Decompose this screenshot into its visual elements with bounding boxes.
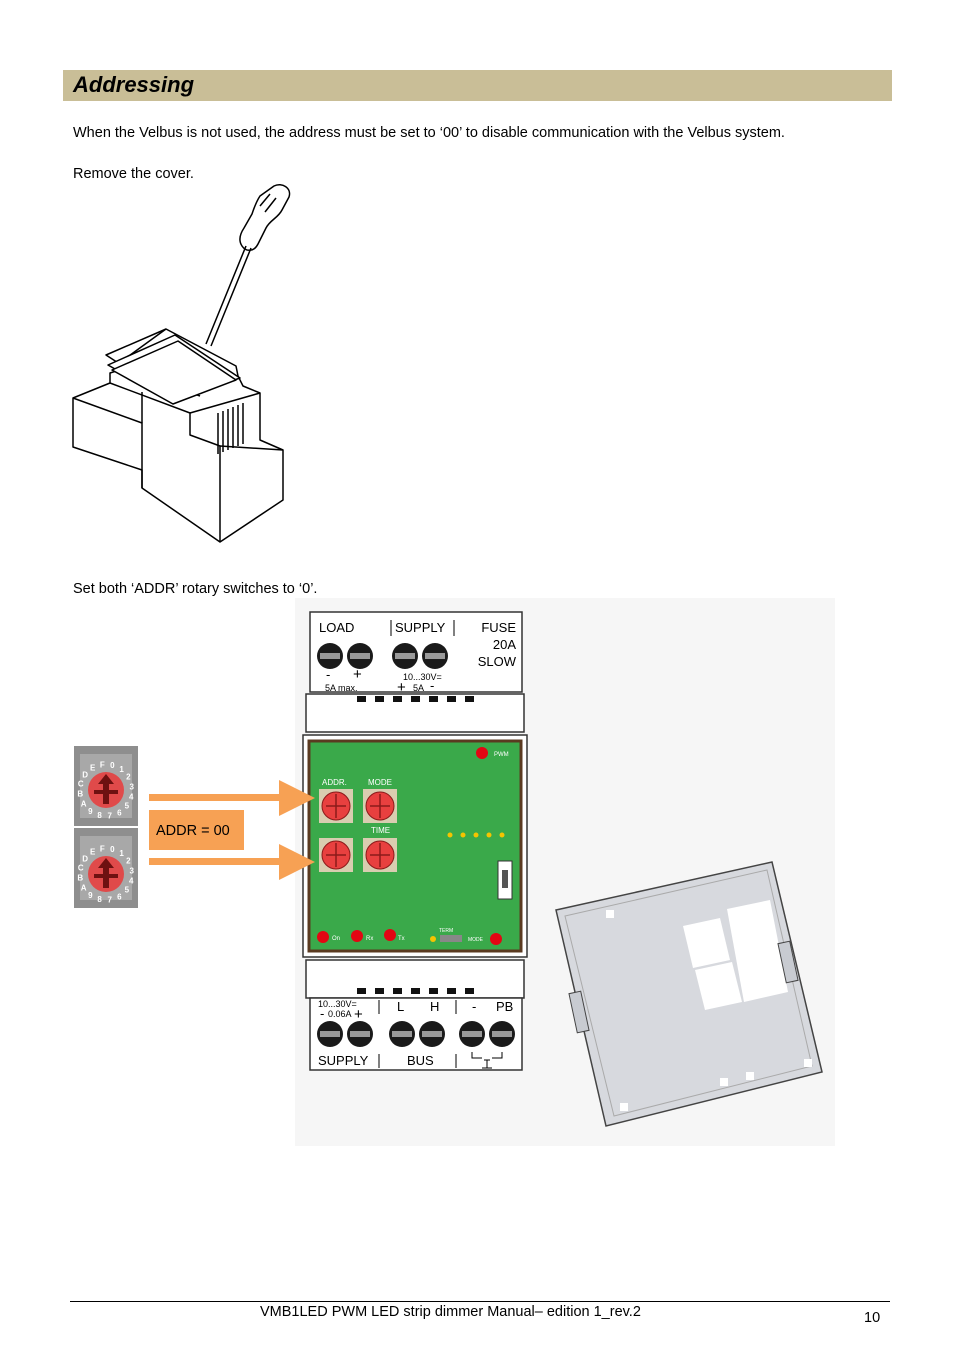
dial-digit: 0 [110, 761, 115, 770]
dial-digit: 4 [129, 792, 134, 801]
top-supply-rating: 5A [413, 683, 424, 693]
bottom-supply-label: SUPPLY [318, 1053, 369, 1068]
bottom-supply-plus: + [354, 1006, 363, 1023]
fuse-label: FUSE [481, 620, 516, 635]
page-number: 10 [864, 1310, 881, 1326]
top-supply-range: 10...30V= [403, 672, 442, 682]
top-supply-plus: + [397, 679, 406, 696]
fuse-rating: 20A [493, 637, 516, 652]
footer-divider [70, 1301, 890, 1302]
top-rail-vents [357, 696, 474, 702]
time-label: TIME [371, 826, 390, 835]
bus-h-label: H [430, 999, 439, 1014]
mode-label: MODE [368, 778, 392, 787]
top-supply-label: SUPPLY [395, 620, 446, 635]
arrow-to-addr-2 [149, 844, 315, 880]
dial-digit: 3 [129, 866, 134, 875]
dial-digit: B [77, 790, 83, 799]
bus-label: BUS [407, 1053, 434, 1068]
module-addressing-illustration: LOAD SUPPLY FUSE 20A SLOW - + 5A max. 10… [74, 598, 835, 1146]
dial-digit: A [81, 799, 87, 808]
dial-digit: C [78, 864, 84, 873]
rotary-switches [319, 789, 397, 872]
dial-digit: D [82, 854, 88, 863]
section-title: Addressing [73, 72, 195, 97]
dial-digit: D [82, 770, 88, 779]
on-led [317, 931, 329, 943]
dial-digit: 3 [129, 782, 134, 791]
rx-led [351, 930, 363, 942]
top-terminals [317, 643, 448, 669]
bottom-rail-vents [357, 988, 474, 994]
dial-digit: 2 [126, 773, 131, 782]
dial-digit: B [77, 874, 83, 883]
dial-digit: F [100, 760, 105, 769]
dial-digit: A [81, 883, 87, 892]
dial-digit: E [90, 848, 96, 857]
tx-label: Tx [398, 936, 405, 942]
load-label: LOAD [319, 620, 354, 635]
dial-digit: 5 [125, 802, 130, 811]
dial-digit: 6 [117, 892, 122, 901]
load-minus: - [326, 667, 330, 682]
addr-callout-box [149, 810, 244, 850]
dial-digit: 9 [88, 807, 93, 816]
dial-digit: 2 [126, 857, 131, 866]
fuse-type: SLOW [478, 654, 517, 669]
dial-digit: 5 [125, 886, 130, 895]
bus-l-label: L [397, 999, 404, 1014]
load-rating: 5A max. [325, 683, 358, 693]
dial-digit: 9 [88, 891, 93, 900]
screwdriver-icon [205, 184, 291, 347]
mode-button-label: MODE [468, 937, 484, 943]
pwm-led [476, 747, 488, 759]
pb-label: PB [496, 999, 513, 1014]
dial-digit: 1 [119, 849, 124, 858]
dial-digit: C [78, 780, 84, 789]
dial-digit: F [100, 844, 105, 853]
dial-digit: 0 [110, 845, 115, 854]
on-label: On [332, 936, 340, 942]
addr-label: ADDR. [322, 778, 347, 787]
set-switches-instruction: Set both ‘ADDR’ rotary switches to ‘0’. [73, 581, 318, 597]
remove-cover-instruction: Remove the cover. [73, 166, 194, 182]
footer-text: VMB1LED PWM LED strip dimmer Manual– edi… [260, 1304, 641, 1320]
dial-digit: 1 [119, 765, 124, 774]
dial-digit: 7 [107, 812, 112, 821]
bottom-supply-current: 0.06A [328, 1009, 352, 1019]
section-header: Addressing [63, 70, 892, 101]
dial-digit: 8 [97, 895, 102, 904]
dial-digit: 6 [117, 808, 122, 817]
bottom-supply-minus: - [320, 1006, 324, 1021]
bottom-supply-range: 10...30V= [318, 999, 357, 1009]
removed-cover [555, 861, 823, 1127]
arrow-to-addr-1 [149, 780, 315, 816]
cover-removal-illustration [72, 184, 291, 543]
dial-digit: E [90, 764, 96, 773]
addr-callout-text: ADDR = 00 [156, 823, 230, 839]
dial-digit: 7 [107, 896, 112, 905]
dial-digit: 4 [129, 876, 134, 885]
rx-label: Rx [366, 936, 373, 942]
pb-minus-label: - [472, 999, 476, 1014]
top-supply-minus: - [430, 678, 434, 693]
term-label: TERM [439, 928, 453, 934]
tx-led [384, 929, 396, 941]
bottom-terminals [317, 1021, 515, 1047]
mode-button [490, 933, 502, 945]
pwm-label: PWM [494, 752, 509, 758]
status-leds-yellow [447, 832, 505, 838]
dial-digit: 8 [97, 811, 102, 820]
load-plus: + [353, 666, 362, 683]
intro-paragraph: When the Velbus is not used, the address… [73, 125, 785, 141]
